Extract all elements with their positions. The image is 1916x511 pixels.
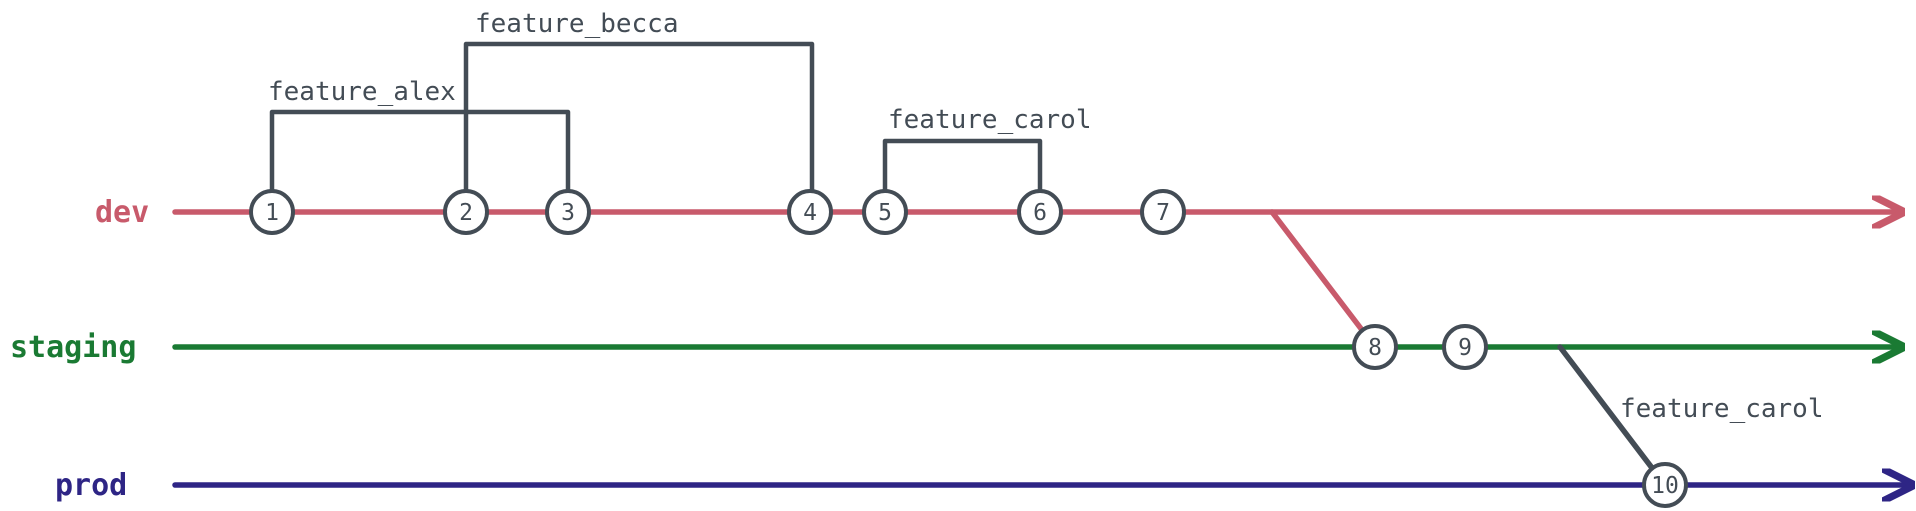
bracket-feature-becca xyxy=(463,41,815,215)
commit-number-2: 2 xyxy=(459,200,473,226)
commit-circle-1[interactable] xyxy=(249,189,295,235)
commit-node-4[interactable]: 4 xyxy=(787,189,833,235)
label-feature-alex: feature_alex xyxy=(268,77,456,107)
merge-line-staging-to-prod-merge xyxy=(1557,344,1668,488)
commit-node-1[interactable]: 1 xyxy=(249,189,295,235)
merge-lines-group xyxy=(1269,209,1668,488)
label-feature-carol-prod: feature_carol xyxy=(1620,394,1824,424)
commit-circle-3[interactable] xyxy=(545,189,591,235)
branch-label-group: dev staging prod xyxy=(10,195,149,503)
commit-circle-7[interactable] xyxy=(1140,189,1186,235)
feature-brackets-group xyxy=(269,41,1043,215)
commit-node-7[interactable]: 7 xyxy=(1140,189,1186,235)
commit-number-8: 8 xyxy=(1368,335,1382,361)
commit-circle-8[interactable] xyxy=(1352,324,1398,370)
merge-label-group: feature_carol xyxy=(1620,394,1824,424)
commit-node-5[interactable]: 5 xyxy=(862,189,908,235)
commit-circle-2[interactable] xyxy=(443,189,489,235)
merge-line-dev-to-staging-merge xyxy=(1269,209,1378,350)
commit-number-5: 5 xyxy=(878,200,892,226)
bracket-feature-alex xyxy=(269,109,571,215)
commit-number-3: 3 xyxy=(561,200,575,226)
feature-label-group: feature_alex feature_becca feature_carol xyxy=(268,9,1092,135)
commit-circle-6[interactable] xyxy=(1017,189,1063,235)
commit-number-4: 4 xyxy=(803,200,817,226)
commit-node-10[interactable]: 10 xyxy=(1642,462,1688,508)
commit-node-8[interactable]: 8 xyxy=(1352,324,1398,370)
commit-number-1: 1 xyxy=(265,200,279,226)
commit-nodes-group: 1 2 3 4 5 6 7 8 9 10 xyxy=(249,189,1688,508)
commit-circle-5[interactable] xyxy=(862,189,908,235)
commit-node-6[interactable]: 6 xyxy=(1017,189,1063,235)
commit-number-9: 9 xyxy=(1458,335,1472,361)
branch-label-staging: staging xyxy=(10,330,136,365)
label-feature-carol: feature_carol xyxy=(888,105,1092,135)
commit-node-9[interactable]: 9 xyxy=(1442,324,1488,370)
commit-number-10: 10 xyxy=(1651,473,1679,499)
bracket-feature-carol xyxy=(882,138,1043,215)
commit-node-3[interactable]: 3 xyxy=(545,189,591,235)
commit-number-7: 7 xyxy=(1156,200,1170,226)
commit-circle-10[interactable] xyxy=(1642,462,1688,508)
label-feature-becca: feature_becca xyxy=(475,9,679,39)
commit-number-6: 6 xyxy=(1033,200,1047,226)
commit-circle-4[interactable] xyxy=(787,189,833,235)
commit-circle-9[interactable] xyxy=(1442,324,1488,370)
branch-label-dev: dev xyxy=(95,195,149,230)
commit-node-2[interactable]: 2 xyxy=(443,189,489,235)
branch-lines-group xyxy=(172,212,1905,485)
branch-label-prod: prod xyxy=(55,468,127,503)
